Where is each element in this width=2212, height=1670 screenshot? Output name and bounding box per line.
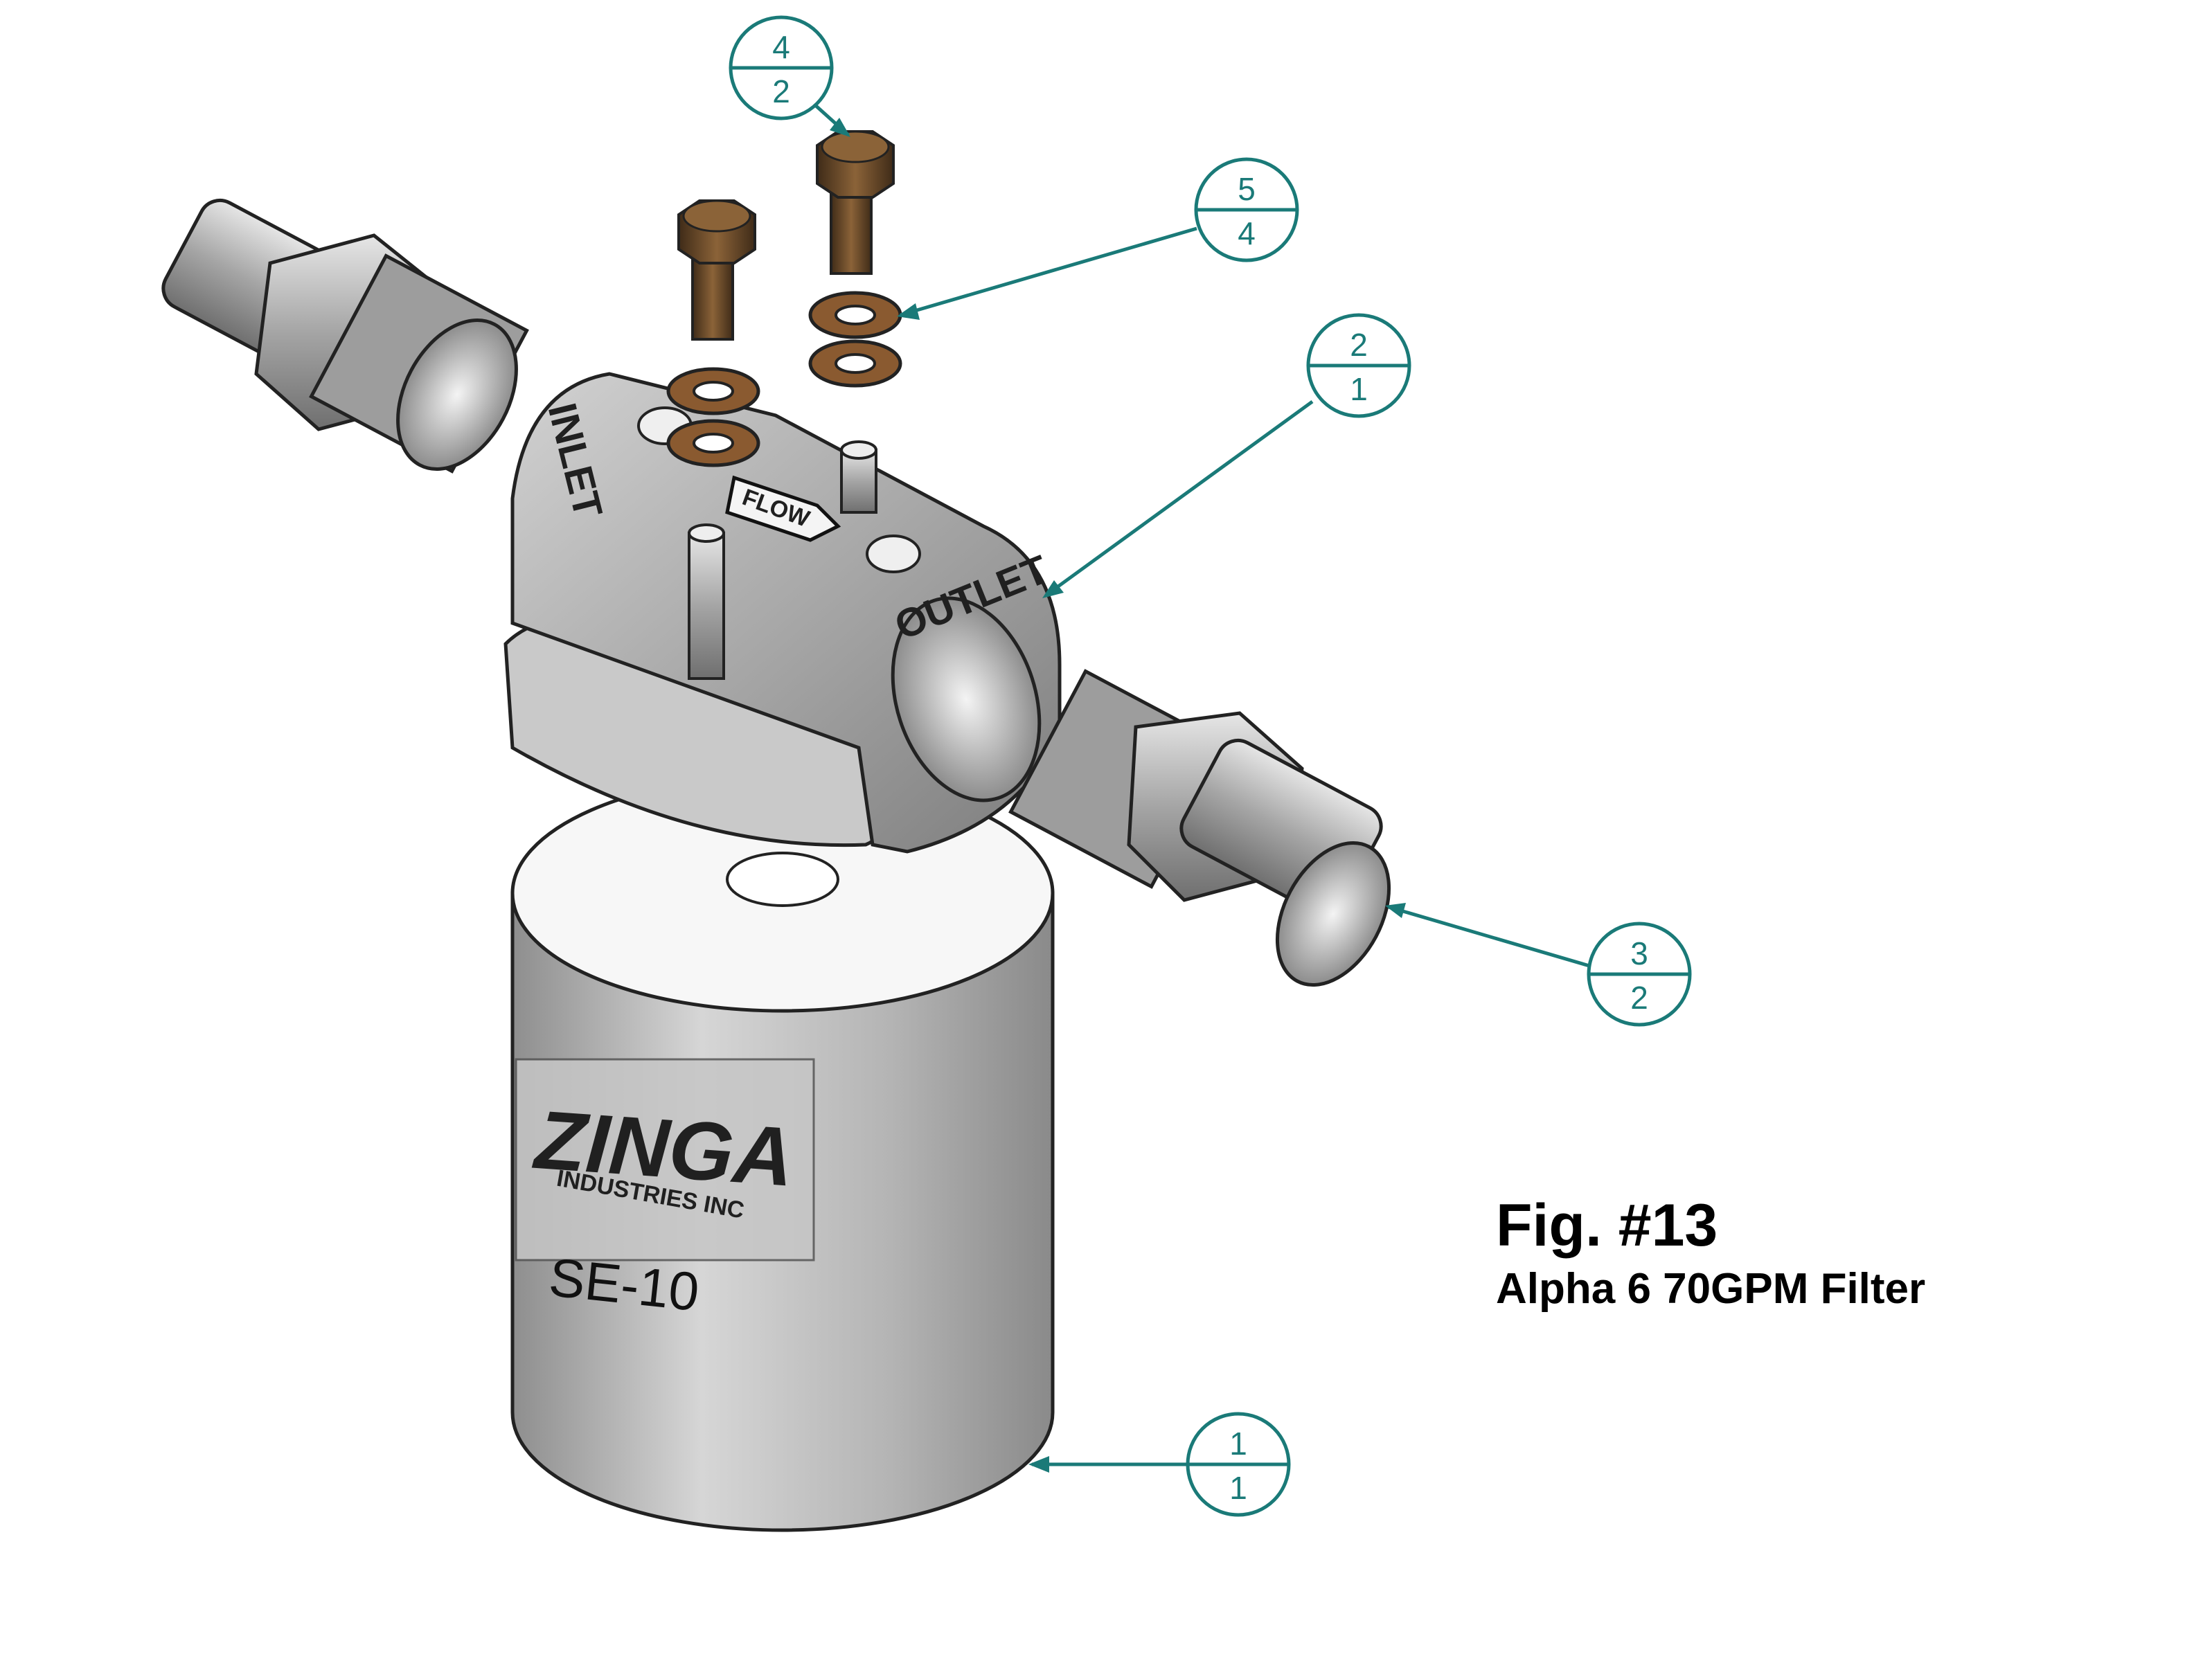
- balloon-item-3-qty: 2: [1630, 980, 1648, 1016]
- balloon-item-4-qty: 2: [772, 73, 790, 109]
- balloon-item-2-qty: 1: [1350, 371, 1368, 407]
- arrowhead-item-2: [1042, 580, 1064, 598]
- figure-number: Fig. #13: [1496, 1192, 1718, 1259]
- bolt-left: [677, 199, 756, 341]
- leader-item-3: [1388, 905, 1590, 968]
- leader-lines: [812, 102, 1590, 1466]
- washer-group-right: [808, 291, 902, 388]
- leader-arrowheads: [830, 118, 1406, 1473]
- balloon-item-3: 3 2: [1587, 922, 1692, 1027]
- canister-brand-label: ZINGA: [530, 1093, 797, 1204]
- leader-item-5: [900, 226, 1197, 317]
- balloon-item-1: 1 1: [1186, 1412, 1291, 1517]
- figure-title: Alpha 6 70GPM Filter: [1496, 1265, 1926, 1313]
- filter-head: INLET OUTLET FLOW: [503, 372, 1062, 854]
- balloon-item-1-qty: 1: [1229, 1470, 1247, 1506]
- arrowhead-item-4: [830, 118, 850, 137]
- arrowhead-item-3: [1385, 903, 1406, 918]
- leader-item-2: [1044, 399, 1314, 598]
- balloon-item-2-number: 2: [1350, 327, 1368, 363]
- balloon-item-3-number: 3: [1630, 935, 1648, 971]
- arrowhead-item-5: [897, 303, 920, 320]
- balloon-item-4-number: 4: [772, 29, 790, 65]
- arrowhead-item-1: [1028, 1456, 1049, 1473]
- balloon-item-4: 4 2: [729, 15, 834, 120]
- filter-canister: ZINGA INDUSTRIES INC SE-10: [510, 773, 1055, 1532]
- balloon-item-5: 5 4: [1194, 157, 1299, 262]
- balloon-item-5-qty: 4: [1238, 215, 1256, 251]
- inlet-fitting: [161, 198, 529, 474]
- bolt-right: [816, 130, 895, 275]
- outlet-fitting: [1008, 669, 1391, 987]
- balloon-item-2: 2 1: [1306, 313, 1411, 418]
- figure-caption: Fig. #13 Alpha 6 70GPM Filter: [1496, 1191, 1925, 1318]
- washer-group-left: [666, 367, 760, 467]
- balloon-item-1-number: 1: [1229, 1426, 1247, 1462]
- balloon-item-5-number: 5: [1238, 171, 1256, 207]
